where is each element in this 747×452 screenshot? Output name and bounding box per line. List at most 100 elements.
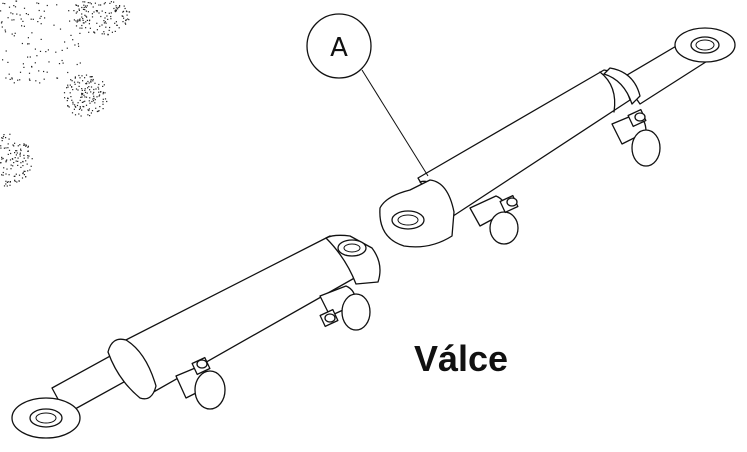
scan-speck bbox=[31, 32, 33, 34]
scan-speck bbox=[75, 106, 77, 108]
scan-speck bbox=[84, 14, 86, 16]
scan-speck bbox=[14, 32, 16, 34]
scan-speck bbox=[43, 10, 45, 12]
scan-speck bbox=[81, 89, 83, 91]
scan-speck bbox=[76, 11, 78, 13]
scan-speck bbox=[87, 11, 89, 13]
scan-speck bbox=[73, 19, 75, 21]
scan-speck bbox=[82, 80, 84, 82]
scan-speck bbox=[90, 80, 92, 82]
scan-speck bbox=[82, 22, 84, 24]
scan-speck bbox=[79, 106, 81, 108]
scan-speck bbox=[17, 79, 19, 81]
scan-speck bbox=[11, 33, 13, 35]
scan-speck bbox=[29, 56, 31, 58]
scan-speck bbox=[110, 15, 112, 18]
upper-rod-eye-hole bbox=[690, 36, 720, 54]
scan-speck bbox=[93, 11, 95, 13]
scan-speck bbox=[73, 10, 75, 12]
scan-speck bbox=[45, 51, 47, 53]
scan-speck bbox=[11, 78, 13, 80]
scan-speck bbox=[12, 13, 14, 15]
scan-speck bbox=[25, 145, 27, 147]
scan-speck bbox=[118, 6, 121, 8]
scan-speck bbox=[94, 99, 96, 101]
scan-speck bbox=[82, 1, 84, 3]
scan-speck bbox=[104, 21, 106, 23]
scan-speck bbox=[95, 10, 97, 12]
scan-speck bbox=[94, 2, 96, 4]
scan-speck bbox=[85, 10, 87, 12]
scan-speck bbox=[124, 22, 126, 24]
scan-speck bbox=[67, 84, 69, 86]
scan-speck bbox=[77, 102, 79, 104]
scan-speck bbox=[83, 22, 85, 24]
scan-speck bbox=[89, 102, 91, 104]
scan-speck bbox=[78, 45, 80, 47]
scan-speck bbox=[27, 170, 29, 172]
scan-speck bbox=[8, 174, 10, 176]
scan-speck bbox=[81, 27, 83, 29]
scan-speck bbox=[82, 18, 84, 20]
lower-front-collar bbox=[107, 338, 157, 400]
scan-speck bbox=[7, 153, 9, 155]
scan-speck bbox=[64, 41, 66, 43]
scan-speck bbox=[23, 143, 25, 145]
scan-speck bbox=[8, 73, 10, 75]
scan-speck bbox=[67, 86, 69, 88]
scan-speck bbox=[108, 29, 110, 31]
scan-speck bbox=[15, 160, 17, 162]
scan-speck bbox=[15, 150, 17, 152]
scan-speck bbox=[101, 33, 103, 35]
scan-speck bbox=[11, 19, 13, 21]
scan-speck bbox=[93, 91, 95, 93]
upper-end-collar bbox=[603, 67, 641, 105]
scan-speck bbox=[85, 27, 87, 29]
scan-speck bbox=[40, 15, 42, 17]
scan-speck bbox=[109, 2, 111, 4]
callout-leader-line bbox=[361, 69, 429, 177]
scan-speck bbox=[114, 22, 116, 24]
scan-speck bbox=[90, 86, 93, 88]
scan-speck bbox=[12, 165, 14, 167]
scan-speck bbox=[36, 55, 38, 57]
scan-speck bbox=[85, 6, 87, 8]
scan-speck bbox=[22, 20, 24, 22]
scan-speck bbox=[36, 2, 38, 4]
scan-speck bbox=[14, 179, 16, 181]
scan-speck bbox=[91, 110, 94, 112]
scan-speck bbox=[102, 93, 104, 95]
scan-speck bbox=[10, 152, 12, 155]
scan-speck bbox=[74, 76, 76, 78]
scan-speck bbox=[9, 184, 11, 186]
scan-speck bbox=[0, 147, 2, 149]
scan-speck bbox=[104, 98, 107, 100]
scan-speck bbox=[84, 1, 86, 3]
scan-speck bbox=[17, 145, 19, 147]
scan-speck bbox=[13, 175, 15, 177]
scan-speck bbox=[77, 5, 79, 7]
scan-speck bbox=[73, 108, 75, 110]
scan-speck bbox=[121, 15, 123, 17]
scan-speck bbox=[70, 79, 72, 81]
scan-speck bbox=[115, 10, 117, 12]
upper-cylinder bbox=[379, 27, 736, 248]
scan-speck bbox=[98, 110, 100, 112]
scan-speck bbox=[79, 18, 81, 20]
figure-caption: Válce bbox=[414, 338, 509, 379]
scan-speck bbox=[84, 88, 86, 90]
scan-speck bbox=[16, 150, 18, 152]
scan-speck bbox=[88, 23, 90, 25]
upper-port-fitting-front bbox=[611, 108, 661, 167]
scan-speck bbox=[78, 9, 80, 11]
scan-speck bbox=[0, 145, 2, 147]
scan-speck bbox=[89, 97, 91, 99]
lower-port-fitting-front bbox=[175, 356, 226, 410]
scan-speck bbox=[18, 180, 20, 182]
scan-speck bbox=[128, 11, 130, 13]
scan-speck bbox=[29, 169, 31, 171]
scan-speck bbox=[114, 10, 116, 12]
scan-speck bbox=[81, 75, 83, 77]
scan-speck bbox=[100, 4, 102, 6]
scan-speck bbox=[15, 0, 18, 2]
